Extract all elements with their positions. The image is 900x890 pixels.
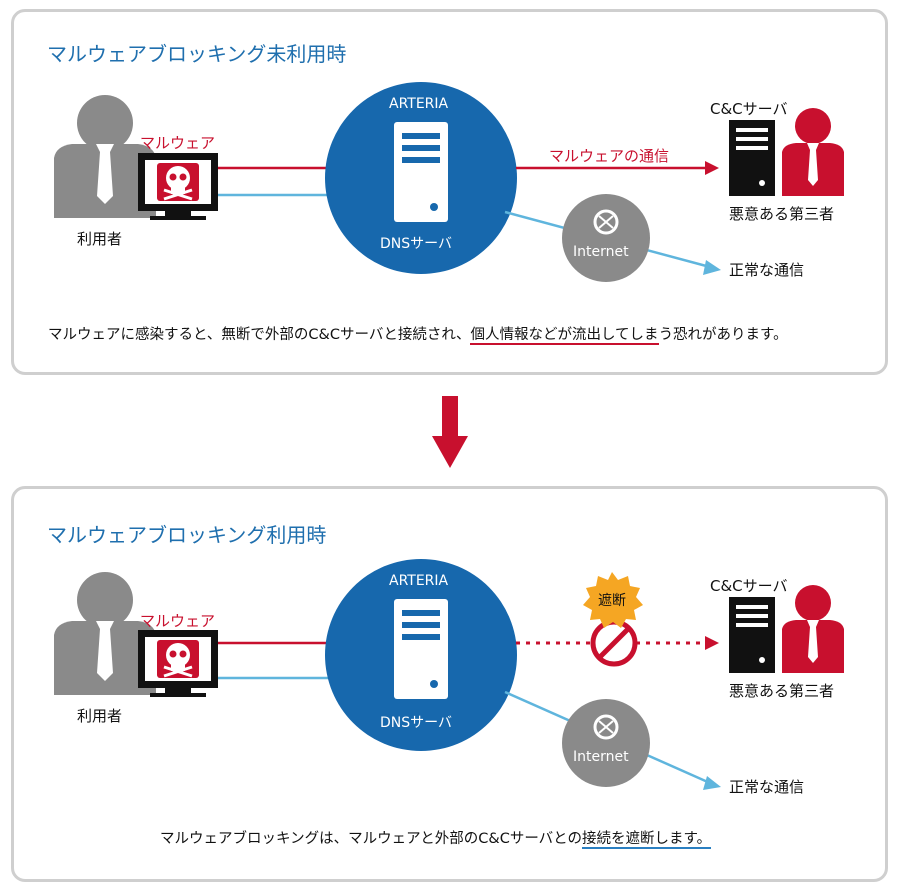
user-label: 利用者 — [77, 230, 123, 248]
caption-text-end: う恐れがあります。 — [658, 327, 788, 343]
user-icon — [54, 572, 156, 695]
server-label: DNSサーバ — [380, 715, 452, 731]
skull-icon — [157, 163, 199, 201]
caption-highlight: 接続を遮断します。 — [582, 831, 712, 849]
normal-traffic-label: 正常な通信 — [729, 261, 805, 279]
panel-title: マルウェアブロッキング利用時 — [47, 523, 327, 547]
cc-server-label: C&Cサーバ — [710, 577, 788, 595]
panel2-caption: マルウェアブロッキングは、マルウェアと外部のC&Cサーバとの接続を遮断します。 — [160, 827, 712, 849]
user-icon — [54, 95, 156, 218]
server-brand: ARTERIA — [389, 96, 449, 112]
internet-label: Internet — [573, 749, 629, 765]
malware-label: マルウェア — [140, 134, 216, 152]
malware-label: マルウェア — [140, 612, 216, 630]
cc-server-label: C&Cサーバ — [710, 100, 788, 118]
cc-server-icon — [729, 120, 775, 196]
user-label: 利用者 — [77, 707, 123, 725]
panel-title: マルウェアブロッキング未利用時 — [47, 42, 347, 66]
internet-label: Internet — [573, 244, 629, 260]
malware-flow-label: マルウェアの通信 — [549, 147, 670, 165]
normal-traffic-label: 正常な通信 — [729, 778, 805, 796]
third-party-label: 悪意ある第三者 — [729, 682, 835, 700]
caption-text: マルウェアブロッキングは、マルウェアと外部のC&Cサーバとの — [160, 831, 583, 847]
caption-highlight: 個人情報などが流出してしま — [470, 327, 659, 345]
attacker-icon — [782, 108, 844, 196]
cc-server-icon — [729, 597, 775, 673]
third-party-label: 悪意ある第三者 — [729, 205, 835, 223]
dns-server-node — [325, 82, 517, 274]
server-label: DNSサーバ — [380, 236, 452, 252]
skull-icon — [157, 640, 199, 678]
internet-node — [562, 699, 650, 787]
panel1-caption: マルウェアに感染すると、無断で外部のC&Cサーバと接続され、個人情報などが流出し… — [48, 323, 788, 345]
block-burst-badge — [583, 572, 643, 628]
attacker-icon — [782, 585, 844, 673]
server-brand: ARTERIA — [389, 573, 449, 589]
block-label: 遮断 — [598, 593, 626, 609]
internet-node — [562, 194, 650, 282]
dns-server-node — [325, 559, 517, 751]
caption-text: マルウェアに感染すると、無断で外部のC&Cサーバと接続され、 — [48, 327, 471, 343]
prohibited-icon — [590, 619, 638, 667]
